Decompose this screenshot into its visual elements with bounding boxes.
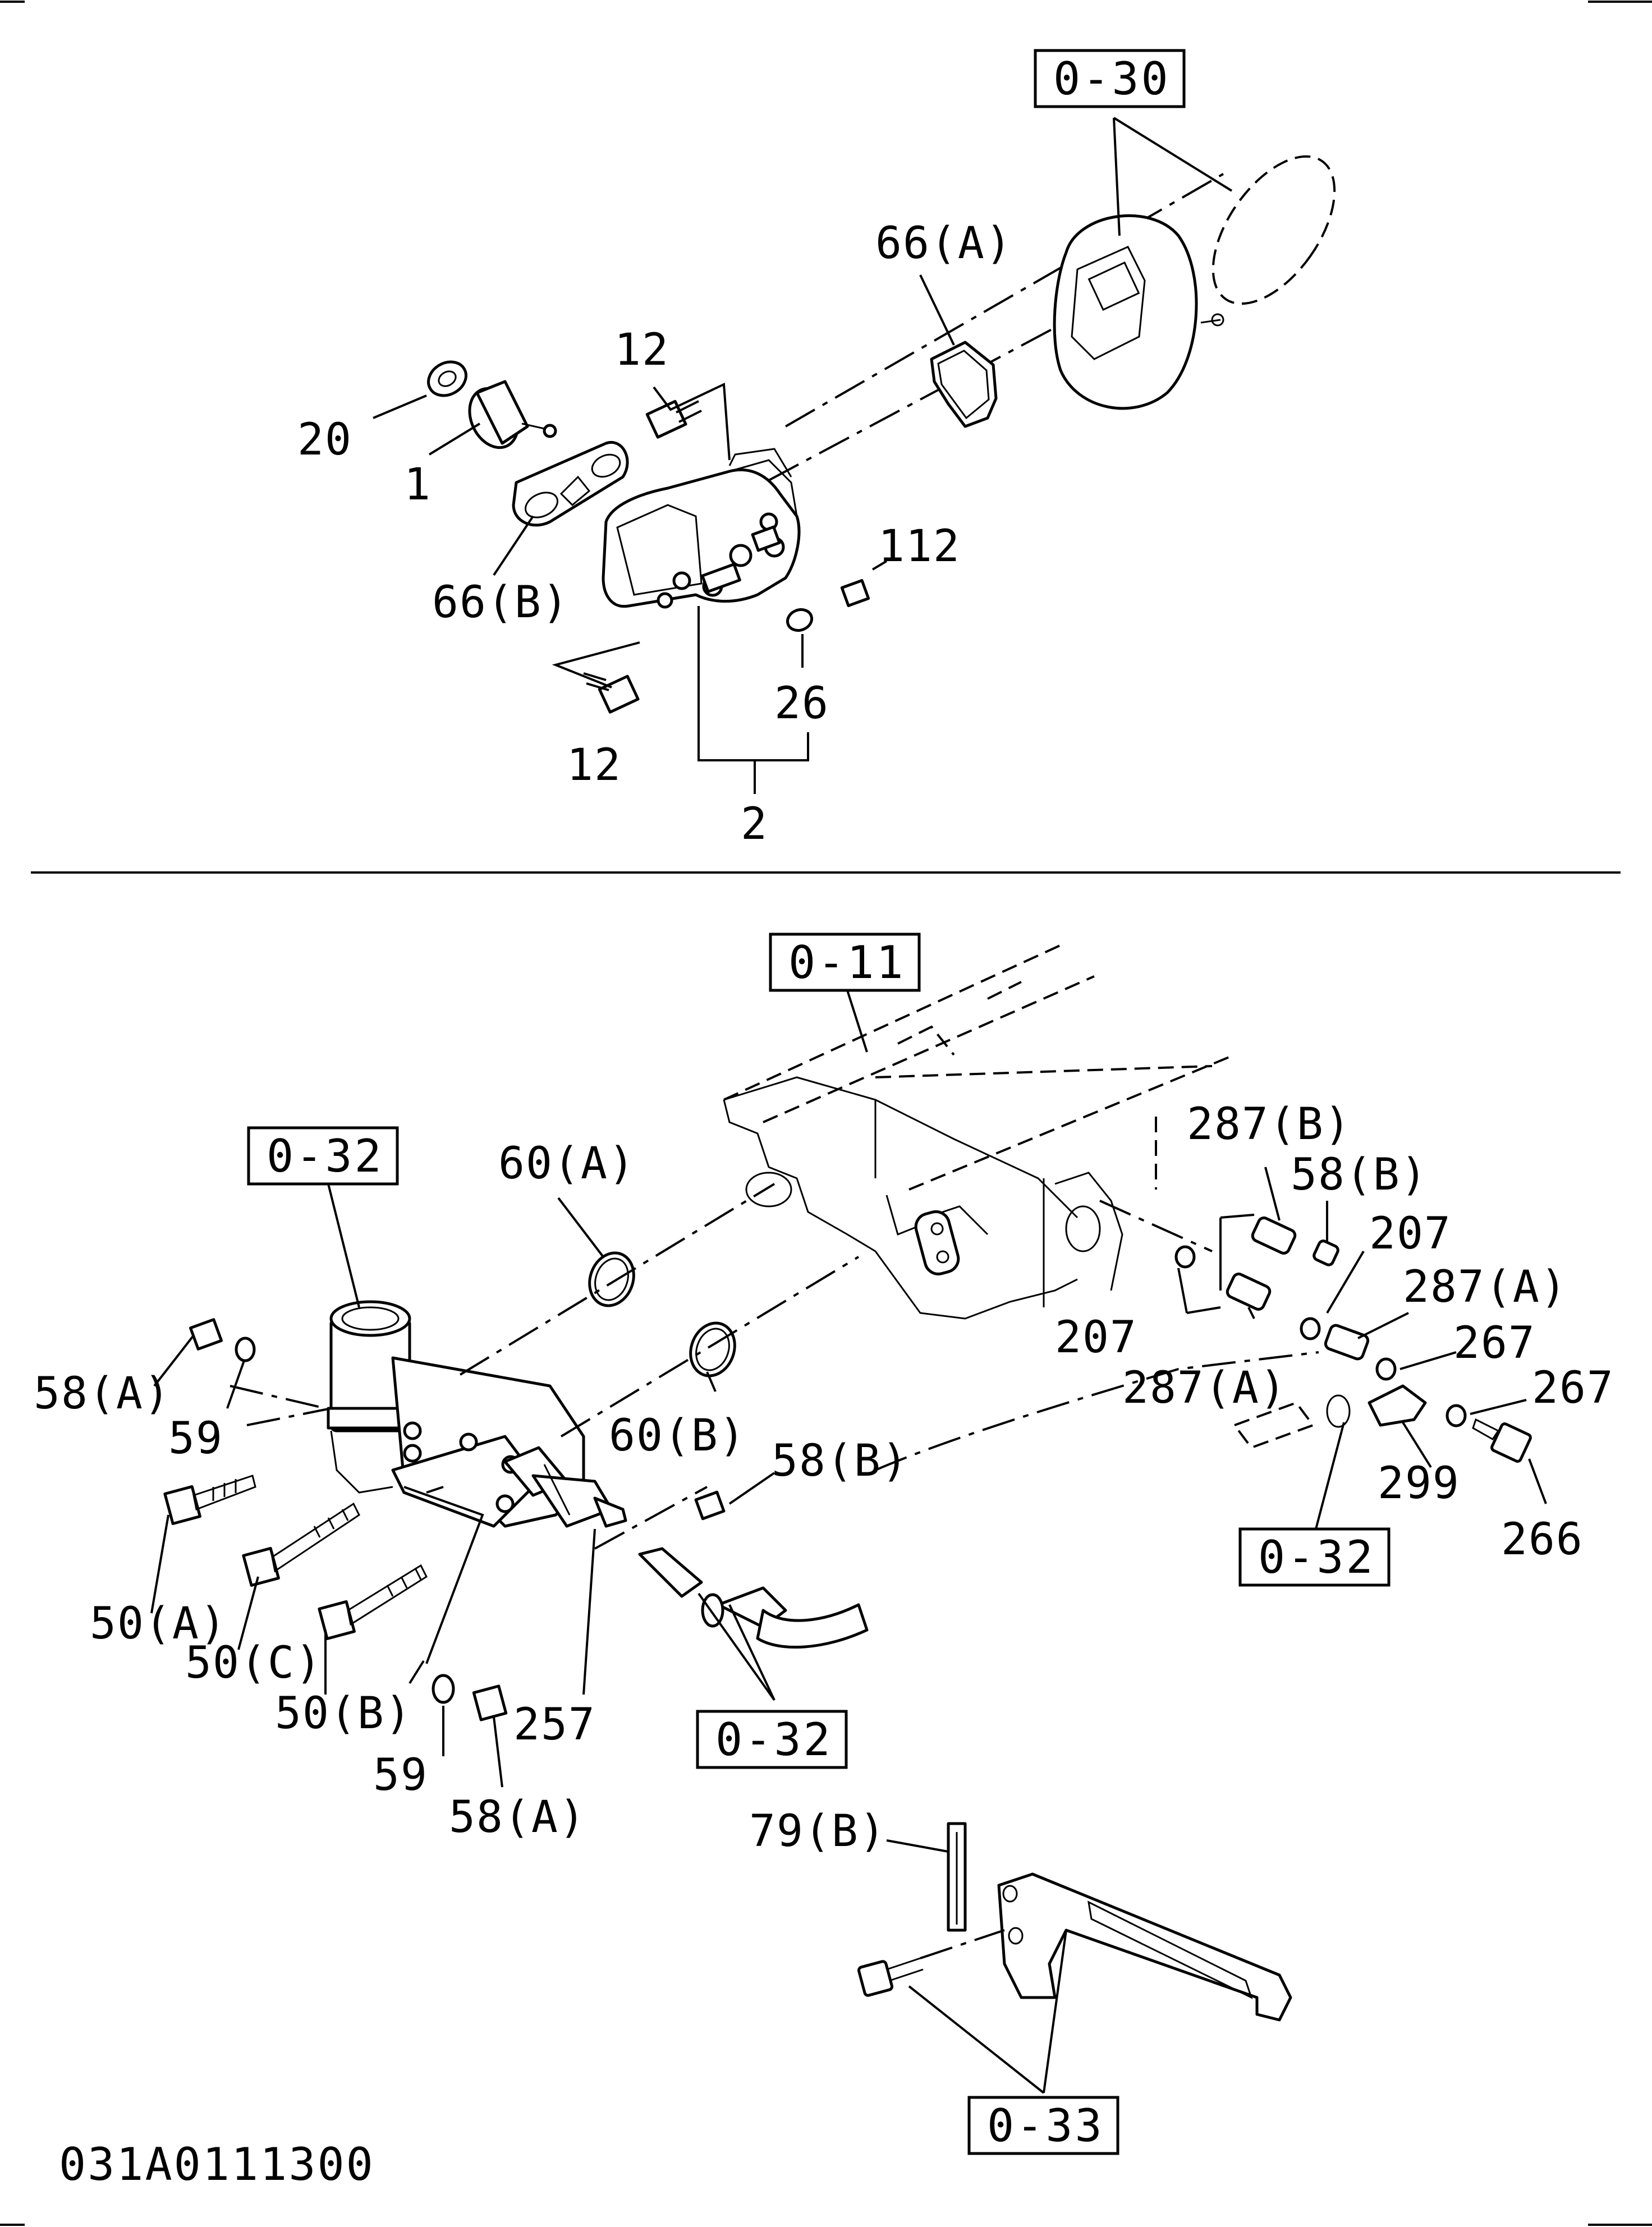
gasket-66a [930,341,998,428]
callout-20[interactable]: 20 [297,415,352,465]
callout-287a-left[interactable]: 287(A) [1122,1363,1287,1413]
bracket [997,1872,1292,2022]
banjo-299 [1368,1384,1427,1427]
plug-58b-mid [694,1490,726,1521]
ring-gasket [1212,155,1336,305]
bolt-50c [242,1502,360,1587]
callout-12-top[interactable]: 12 [614,325,669,375]
adapter-287b [1251,1216,1297,1255]
bolt-58a-bottom [472,1684,508,1721]
lower-labels: 287(B) 58(B) 60(A) 207 287(A) 207 267 28… [34,1099,1614,1857]
plug-58b-top [1313,1239,1339,1266]
callout-267-lower[interactable]: 267 [1532,1363,1614,1413]
callout-66a[interactable]: 66(A) [875,218,1013,269]
callout-60a[interactable]: 60(A) [498,1138,636,1189]
callout-267-upper[interactable]: 267 [1453,1318,1536,1369]
ref-box-0-11[interactable]: 0-11 [769,933,921,992]
callout-299[interactable]: 299 [1378,1458,1460,1509]
callout-12-bottom[interactable]: 12 [567,740,622,791]
adapter-287a-left [1226,1273,1272,1311]
gasket-66b [512,440,629,527]
callout-207-right[interactable]: 207 [1369,1209,1452,1259]
adapter-287a-right [1324,1324,1370,1361]
ref-box-0-32-left[interactable]: 0-32 [247,1126,399,1186]
washer-267-lower [1446,1404,1467,1427]
callout-50c[interactable]: 50(C) [185,1638,323,1688]
washer-59-left [235,1337,256,1362]
callout-58a-bottom[interactable]: 58(A) [449,1792,586,1843]
callout-66b[interactable]: 66(B) [432,577,570,628]
callout-257[interactable]: 257 [513,1700,596,1750]
callout-59-bottom[interactable]: 59 [373,1750,428,1801]
plug-26 [786,608,814,632]
callout-60b[interactable]: 60(B) [609,1411,746,1461]
bolt-50a [163,1475,256,1526]
washer-267-upper [1375,1357,1397,1381]
callout-50a[interactable]: 50(A) [90,1599,227,1649]
callout-287b[interactable]: 287(B) [1187,1099,1352,1150]
plug-112 [840,579,870,607]
hose-right [1232,1394,1351,1449]
callout-1[interactable]: 1 [404,460,432,510]
bolt-12-top [645,400,702,439]
callout-266[interactable]: 266 [1501,1514,1584,1565]
thermostat-housing [602,448,801,609]
washer-207-right [1300,1317,1321,1340]
ref-label-0-11: 0-11 [788,936,906,989]
upper-assembly: 0-30 66(A) 12 20 1 112 66(B) 26 12 2 [297,49,1336,850]
ref-box-0-32-right[interactable]: 0-32 [1238,1527,1391,1587]
flange-housing [1053,214,1224,410]
callout-58a-left[interactable]: 58(A) [34,1369,171,1419]
ref-box-0-30[interactable]: 0-30 [1034,49,1186,108]
upper-labels: 66(A) 12 20 1 112 66(B) 26 12 2 [297,218,1013,850]
ref-label-0-32-right: 0-32 [1258,1531,1375,1583]
ref-box-0-33[interactable]: 0-33 [967,2096,1119,2155]
ref-label-0-32-bottom: 0-32 [715,1714,833,1766]
washer-20 [427,360,467,397]
ref-label-0-32-left: 0-32 [267,1130,384,1182]
upper-leaders [373,117,1233,794]
ref-label-0-33: 0-33 [987,2100,1104,2152]
callout-287a-right[interactable]: 287(A) [1403,1262,1568,1312]
ref-label-0-30: 0-30 [1053,53,1171,105]
callout-58b-mid[interactable]: 58(B) [772,1436,909,1486]
hose-fitting [638,1547,869,1649]
bolt-58a-left [189,1318,223,1351]
callout-59-left[interactable]: 59 [168,1413,223,1464]
callout-50b[interactable]: 50(B) [275,1688,412,1739]
banjo-fittings [1174,1216,1532,1463]
washer-207-left [1174,1245,1196,1269]
callout-207-left[interactable]: 207 [1055,1312,1137,1363]
lower-leaders [150,990,1547,2094]
callout-58b-top[interactable]: 58(B) [1291,1150,1428,1200]
bolt-50b [318,1564,428,1641]
callout-79b[interactable]: 79(B) [749,1806,887,1857]
clamp-79b [947,1822,967,1932]
lower-assembly: 0-11 0-32 0-32 0-32 0-33 287(B) 58(B) 60… [34,933,1614,2155]
engine-block [723,942,1235,1320]
callout-112[interactable]: 112 [878,521,961,572]
ref-box-0-32-bottom[interactable]: 0-32 [696,1710,848,1769]
washer-59-bottom [432,1674,455,1704]
callout-2[interactable]: 2 [741,799,768,850]
bracket-bolt [857,1957,924,1997]
figure-code: 031A0111300 [59,2138,375,2191]
callout-26[interactable]: 26 [774,678,829,729]
sensor-257 [503,1446,627,1528]
thermostat [468,380,557,449]
bolt-266 [1472,1418,1532,1463]
